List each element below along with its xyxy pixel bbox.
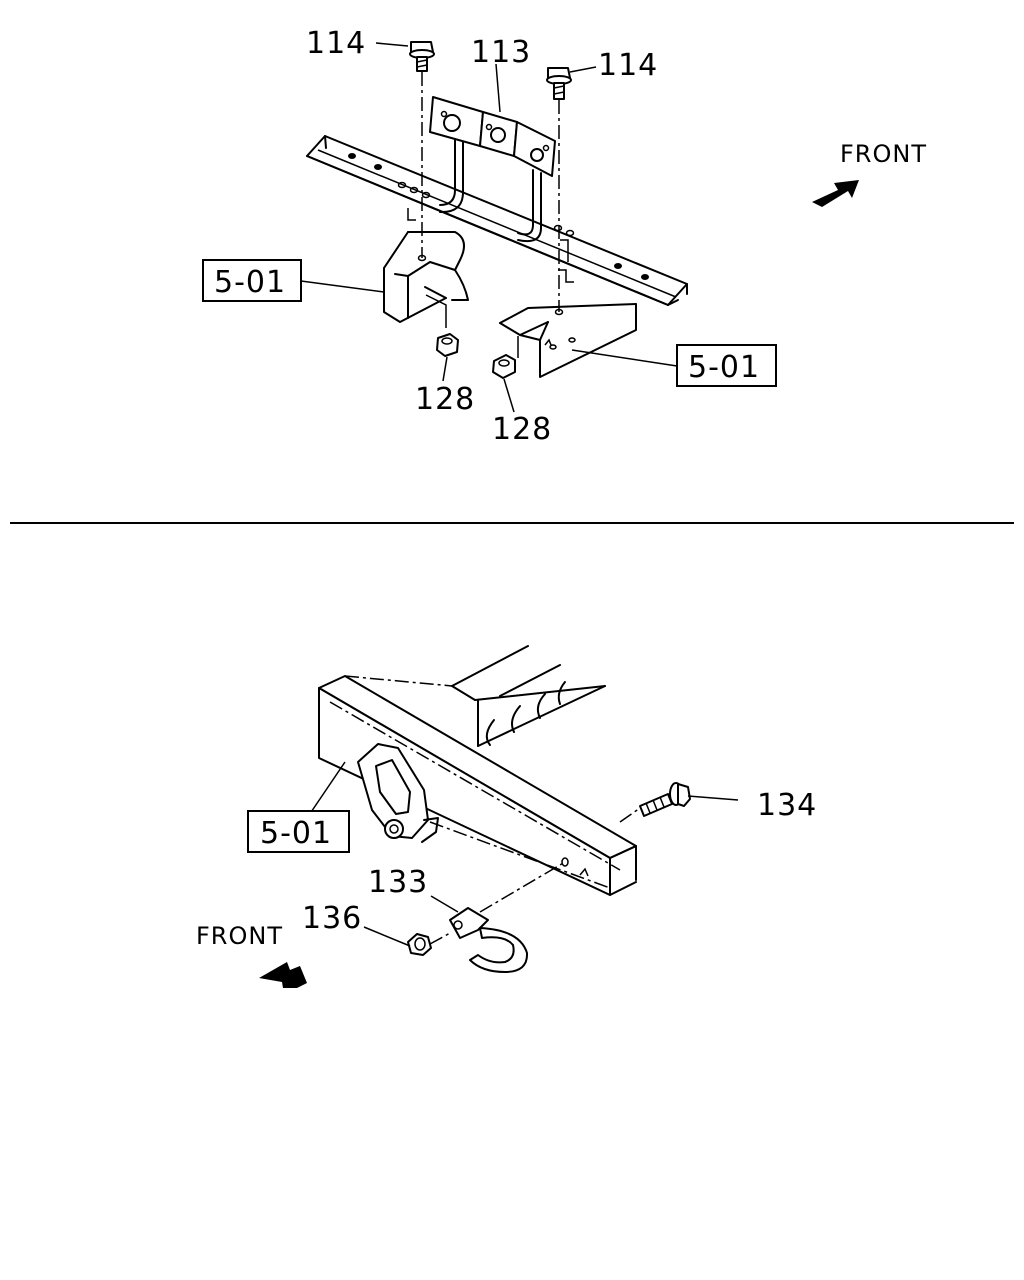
callout-113: 113: [471, 35, 531, 70]
ref-box-5-01-left: 5-01: [202, 259, 302, 302]
top-assembly: 114 113 114 128 128 FRONT 5-01 5-01: [202, 26, 927, 447]
callout-128-left: 128: [415, 382, 475, 417]
ref-box-5-01: 5-01: [247, 810, 350, 853]
front-arrow-icon: [259, 962, 307, 988]
svg-text:5-01: 5-01: [688, 350, 760, 385]
rail-holes: [348, 153, 649, 280]
nut-128-left: [436, 333, 459, 357]
frame-rail: [318, 675, 637, 896]
ref-box-5-01-right: 5-01: [676, 344, 777, 387]
svg-text:5-01: 5-01: [260, 816, 332, 851]
callout-114-left: 114: [306, 26, 366, 61]
callout-114-right: 114: [598, 48, 658, 83]
nut-136: [407, 933, 432, 956]
front-label-top: FRONT: [840, 140, 927, 168]
front-arrow-icon: [812, 180, 859, 207]
nut-128-right: [492, 354, 516, 379]
bottom-assembly: 134 133 136 FRONT 5-01: [196, 645, 817, 988]
bracket-113: [429, 96, 556, 243]
tow-bracket: [357, 743, 439, 843]
cross-member: [451, 645, 606, 747]
bolt-134: [639, 782, 691, 817]
svg-text:5-01: 5-01: [214, 265, 286, 300]
hook-133: [449, 907, 529, 973]
frame-5-01-right: [499, 239, 637, 378]
frame-5-01-left: [383, 208, 469, 328]
bolt-114-right: [546, 67, 572, 100]
bolt-114-left: [409, 41, 435, 72]
callout-134: 134: [757, 788, 817, 823]
angle-rail: [306, 135, 688, 306]
callout-133: 133: [368, 865, 428, 900]
callout-136: 136: [302, 901, 362, 936]
front-label-bottom: FRONT: [196, 922, 283, 950]
callout-128-right: 128: [492, 412, 552, 447]
